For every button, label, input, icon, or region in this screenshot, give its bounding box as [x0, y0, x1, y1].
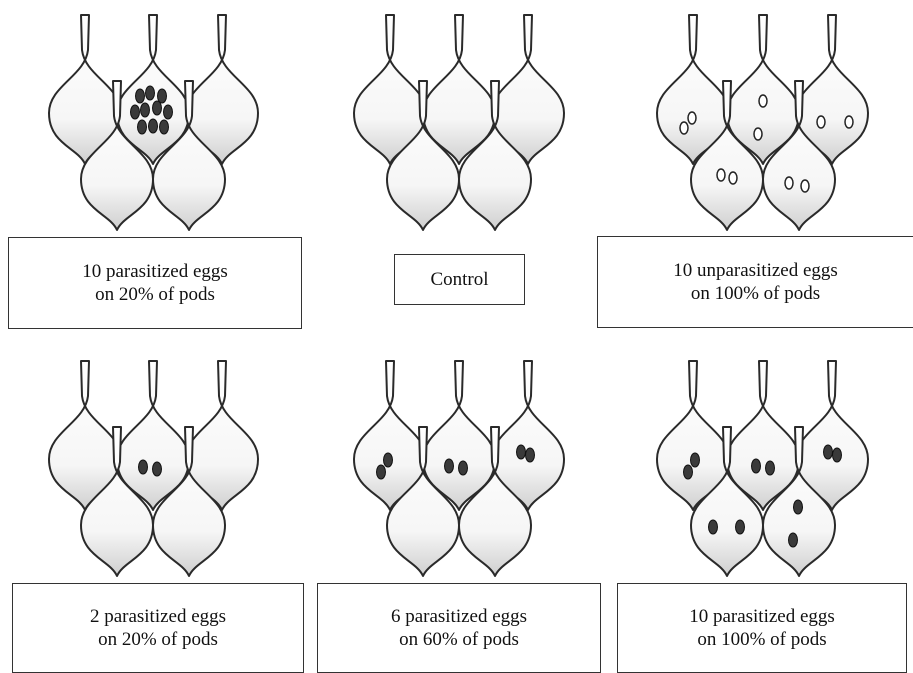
- caption-text: 6 parasitized eggs on 60% of pods: [391, 605, 527, 651]
- caption-box-p2: Control: [394, 254, 525, 305]
- caption-text: 10 unparasitized eggs on 100% of pods: [673, 259, 838, 305]
- caption-line: on 20% of pods: [90, 628, 226, 651]
- caption-box-p6: 10 parasitized eggs on 100% of pods: [617, 583, 907, 673]
- caption-line: 6 parasitized eggs: [391, 605, 527, 628]
- pod-cluster-p2: [354, 15, 564, 230]
- caption-line: Control: [430, 268, 488, 291]
- caption-box-p5: 6 parasitized eggs on 60% of pods: [317, 583, 601, 673]
- caption-line: 2 parasitized eggs: [90, 605, 226, 628]
- pod-cluster-p5: [354, 361, 564, 576]
- pod-cluster-p3: [657, 15, 868, 230]
- pod-cluster-p4: [49, 361, 258, 576]
- caption-box-p3: 10 unparasitized eggs on 100% of pods: [597, 236, 913, 328]
- caption-line: on 100% of pods: [673, 282, 838, 305]
- pod-cluster-p1: [49, 15, 258, 230]
- caption-text: 10 parasitized eggs on 100% of pods: [689, 605, 835, 651]
- caption-line: 10 unparasitized eggs: [673, 259, 838, 282]
- caption-line: on 60% of pods: [391, 628, 527, 651]
- caption-line: 10 parasitized eggs: [689, 605, 835, 628]
- caption-text: 10 parasitized eggs on 20% of pods: [82, 260, 228, 306]
- pod-cluster-p6: [657, 361, 868, 576]
- caption-box-p1: 10 parasitized eggs on 20% of pods: [8, 237, 302, 329]
- caption-line: on 100% of pods: [689, 628, 835, 651]
- caption-text: 2 parasitized eggs on 20% of pods: [90, 605, 226, 651]
- caption-text: Control: [430, 268, 488, 291]
- caption-box-p4: 2 parasitized eggs on 20% of pods: [12, 583, 304, 673]
- caption-line: 10 parasitized eggs: [82, 260, 228, 283]
- caption-line: on 20% of pods: [82, 283, 228, 306]
